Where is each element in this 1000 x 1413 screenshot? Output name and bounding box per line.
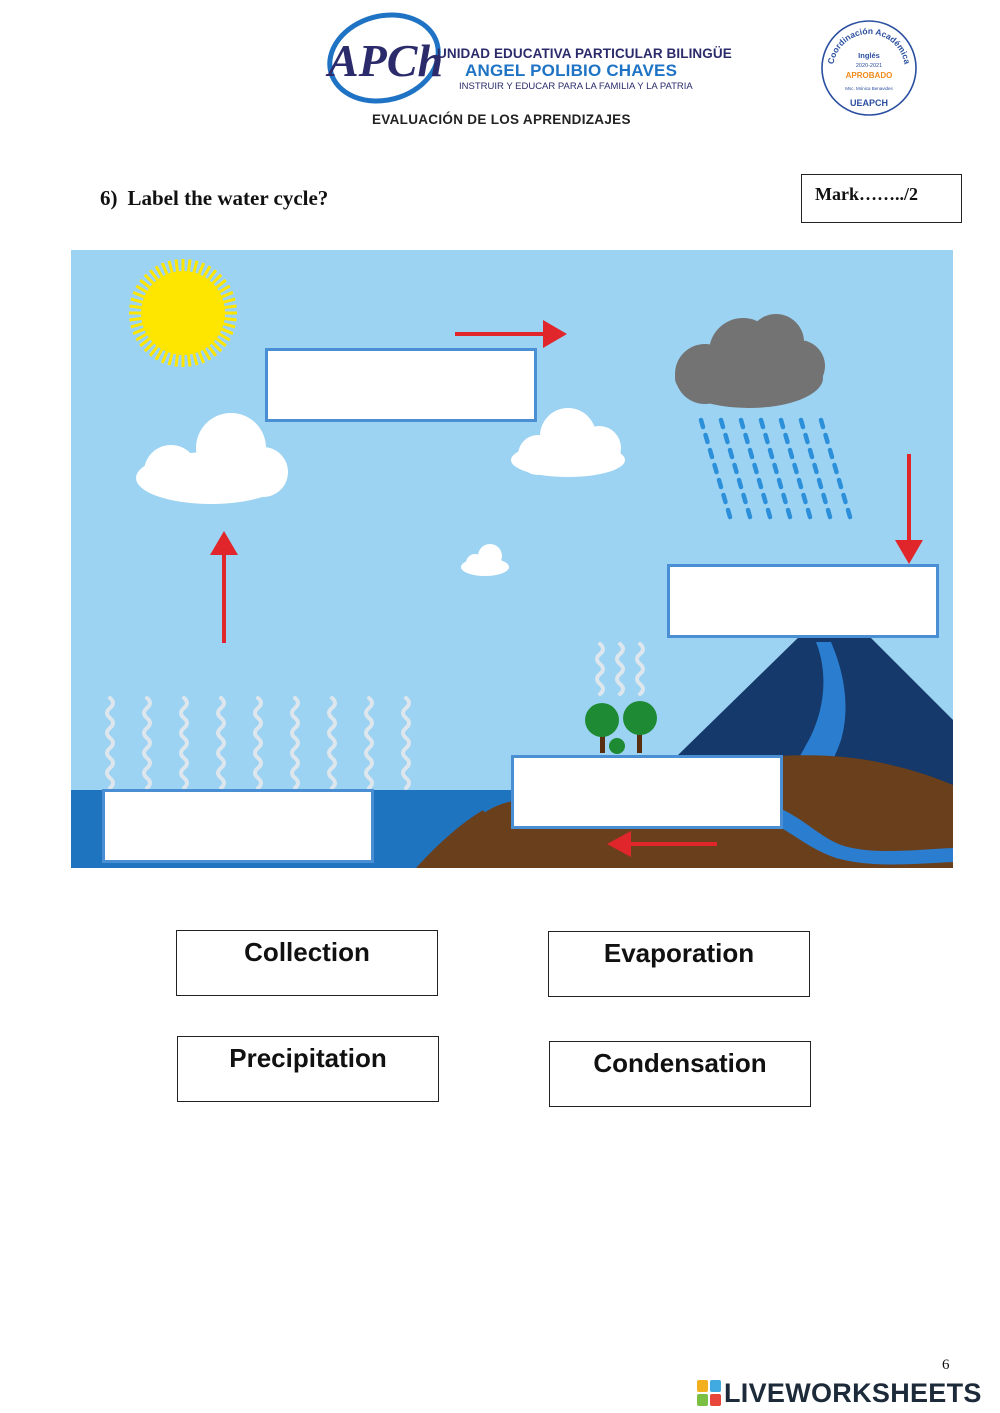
school-name: UNIDAD EDUCATIVA PARTICULAR BILINGÜE: [437, 46, 732, 61]
seal-signatory: Msc. Mónica Benavides: [845, 86, 893, 91]
label-slot-bottom-left[interactable]: [102, 789, 374, 863]
cloud-small-icon: [461, 544, 509, 576]
seal-org: UEAPCH: [850, 98, 888, 108]
seal-subject: Inglés: [858, 51, 880, 60]
arrow-up-icon: [210, 531, 238, 643]
school-logo: APCh: [322, 10, 444, 105]
word-evaporation[interactable]: Evaporation: [548, 931, 810, 997]
arrow-right-icon: [455, 320, 567, 348]
logo-text: APCh: [325, 35, 443, 86]
brand-text: LIVEWORKSHEETS: [724, 1377, 982, 1408]
label-slot-top[interactable]: [265, 348, 537, 422]
sun-icon: /* rays drawn below by script */: [129, 259, 237, 367]
label-slot-bottom-center[interactable]: [511, 755, 783, 829]
rain-cloud-icon: [675, 314, 825, 408]
label-slot-right[interactable]: [667, 564, 939, 638]
trees-icon: [585, 701, 657, 754]
page-number: 6: [942, 1357, 950, 1373]
seal-years: 2020-2021: [856, 63, 882, 69]
word-precipitation[interactable]: Precipitation: [177, 1036, 439, 1102]
question-text: Label the water cycle?: [127, 186, 329, 210]
arrow-left-icon: [607, 831, 717, 857]
liveworksheets-brand[interactable]: LIVEWORKSHEETS: [697, 1377, 982, 1409]
vapor-lines: [105, 642, 645, 790]
rain-drops: [698, 417, 853, 520]
question-title: 6) Label the water cycle?: [100, 186, 328, 211]
seal-status: APROBADO: [846, 71, 893, 80]
arrow-down-icon: [895, 454, 923, 564]
word-collection[interactable]: Collection: [176, 930, 438, 996]
question-number: 6): [100, 186, 118, 210]
cloud-right-icon: [511, 408, 625, 477]
school-subname: ANGEL POLIBIO CHAVES: [465, 61, 678, 80]
mark-box: Mark……../2: [801, 174, 962, 223]
approval-seal: Coordinación Académica Inglés 2020-2021 …: [817, 18, 921, 118]
evaluation-title: EVALUACIÓN DE LOS APRENDIZAJES: [372, 112, 631, 127]
school-motto: INSTRUIR Y EDUCAR PARA LA FAMILIA Y LA P…: [459, 81, 693, 92]
liveworksheets-logo-icon: [697, 1380, 721, 1406]
word-condensation[interactable]: Condensation: [549, 1041, 811, 1107]
cloud-left-icon: [136, 413, 288, 504]
